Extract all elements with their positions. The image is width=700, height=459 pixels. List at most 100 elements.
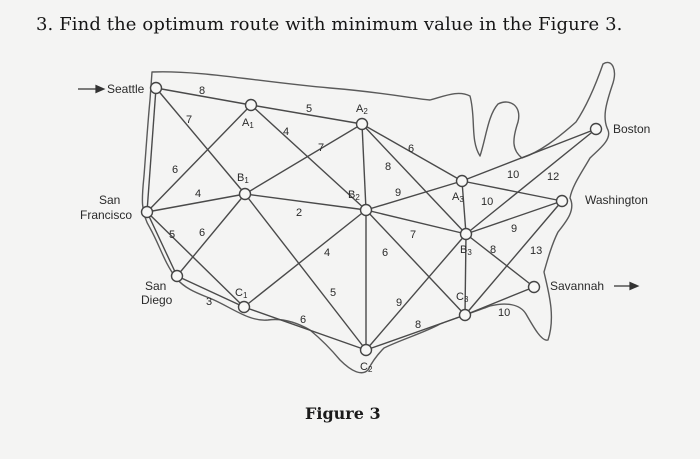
edge-a1-a2: [250, 104, 363, 125]
us-map-outline: [141, 61, 616, 374]
node-label-a2: A2: [356, 103, 368, 116]
city-label-san-diego-2: Diego: [141, 293, 173, 307]
edge-seattle-a1: [155, 87, 252, 106]
edge-b3-washington: [465, 200, 563, 235]
weight-a1-a2: 5: [306, 103, 312, 115]
edge-b1-c2: [244, 193, 367, 351]
weight-sf-b1: 4: [195, 188, 201, 200]
node-san-diego: [170, 269, 184, 283]
node-b3: [459, 227, 473, 241]
node-boston: [589, 122, 603, 136]
node-labels: A1 A2 A3 B1 B2 B3 C1 C2 C3: [235, 103, 472, 374]
node-a2: [355, 117, 369, 131]
edges: [146, 87, 597, 351]
city-label-boston: Boston: [613, 122, 650, 136]
node-savannah: [527, 280, 541, 294]
weight-b1-c2: 2: [296, 207, 302, 219]
weight-sf-sd: 5: [169, 229, 175, 241]
city-label-seattle: Seattle: [107, 82, 145, 96]
edge-b3-boston: [465, 128, 597, 235]
edge-c3-washington: [464, 200, 563, 316]
edge-b2-a3: [365, 180, 463, 211]
edge-c2-c3: [365, 314, 466, 351]
city-label-san-diego-1: San: [145, 279, 166, 293]
node-label-b3: B3: [460, 244, 472, 257]
edge-a2-b2: [361, 123, 367, 211]
weight-a3-washington: 10: [481, 196, 493, 208]
weight-b3-boston: 12: [547, 171, 559, 183]
weight-a2-b2: 8: [385, 161, 391, 173]
weight-b3-washington: 9: [511, 223, 517, 235]
node-label-a3: A3: [452, 191, 464, 204]
node-label-c1: C1: [235, 287, 248, 300]
edge-c2-b3: [365, 233, 467, 351]
city-label-san-francisco-2: Francisco: [80, 208, 132, 222]
question-text: 3. Find the optimum route with minimum v…: [36, 14, 623, 35]
edge-a2-a3: [361, 123, 463, 182]
edge-sd-c1: [176, 275, 245, 308]
edge-sf-c1: [146, 211, 245, 308]
edge-a3-b3: [461, 180, 467, 235]
edge-sf-sd: [146, 211, 178, 277]
edge-b2-c3: [365, 209, 466, 316]
edge-seattle-sf: [146, 87, 157, 213]
edge-c3-b3: [464, 233, 467, 316]
edge-c1-b2: [243, 209, 367, 308]
city-label-savannah: Savannah: [550, 279, 604, 293]
weight-sd-c1: 3: [206, 296, 212, 308]
edge-a1-b2: [250, 104, 367, 211]
edge-a3-washington: [461, 180, 563, 202]
edge-c1-c2: [243, 306, 367, 351]
weight-c3-b3: 8: [415, 319, 421, 331]
edge-sf-b1: [146, 193, 246, 213]
city-label-san-francisco-1: San: [99, 193, 120, 207]
node-label-b1: B1: [237, 172, 249, 185]
edge-c3-savannah: [464, 286, 535, 316]
end-arrow-head-icon: [629, 281, 640, 291]
weight-a3-boston: 10: [507, 169, 519, 181]
edge-b2-b3: [365, 209, 467, 235]
node-c1: [237, 300, 251, 314]
weight-a3-b3: 8: [490, 244, 496, 256]
weight-c1-b2: 4: [324, 247, 330, 259]
node-c3: [458, 308, 472, 322]
node-a1: [244, 98, 258, 112]
edge-sf-a1: [146, 104, 252, 213]
edge-a2-b3: [361, 123, 467, 235]
weight-b2-b3: 7: [410, 229, 416, 241]
edge-seattle-b1: [155, 87, 246, 195]
weight-c1-c2: 6: [300, 314, 306, 326]
edge-b3-savannah: [465, 233, 535, 288]
node-c2: [359, 343, 373, 357]
weight-seattle-sf: 6: [172, 164, 178, 176]
weight-c2-c3: 9: [396, 297, 402, 309]
weight-c2-b3: 5: [330, 287, 336, 299]
node-label-a1: A1: [242, 117, 254, 130]
node-label-c2: C2: [360, 361, 373, 374]
edge-b1-b2: [244, 193, 367, 211]
node-label-b2: B2: [348, 189, 360, 202]
node-seattle: [149, 81, 163, 95]
weight-b2-a3: 9: [395, 187, 401, 199]
weight-b2-c3: 6: [382, 247, 388, 259]
arrows: [78, 84, 640, 291]
weight-seattle-b1: 7: [186, 114, 192, 126]
weight-a1-b2: 4: [283, 126, 289, 138]
node-san-francisco: [140, 205, 154, 219]
weight-labels: 8 7 6 4 5 6 3 5 4 7 2 4 6 8 6 9 7 6 5 9 …: [169, 85, 559, 331]
edge-sd-b1: [176, 193, 246, 277]
edge-b1-a2: [244, 123, 363, 195]
node-washington: [555, 194, 569, 208]
node-b2: [359, 203, 373, 217]
node-label-c3: C3: [456, 291, 469, 304]
start-arrow-head-icon: [95, 84, 106, 94]
weight-a2-a3: 6: [408, 143, 414, 155]
city-label-washington: Washington: [585, 193, 648, 207]
weight-sf-c1: 6: [199, 227, 205, 239]
weight-b1-a2: 7: [318, 142, 324, 154]
weight-c3-savannah: 10: [498, 307, 510, 319]
edge-a3-boston: [461, 128, 597, 182]
nodes: [140, 81, 603, 357]
